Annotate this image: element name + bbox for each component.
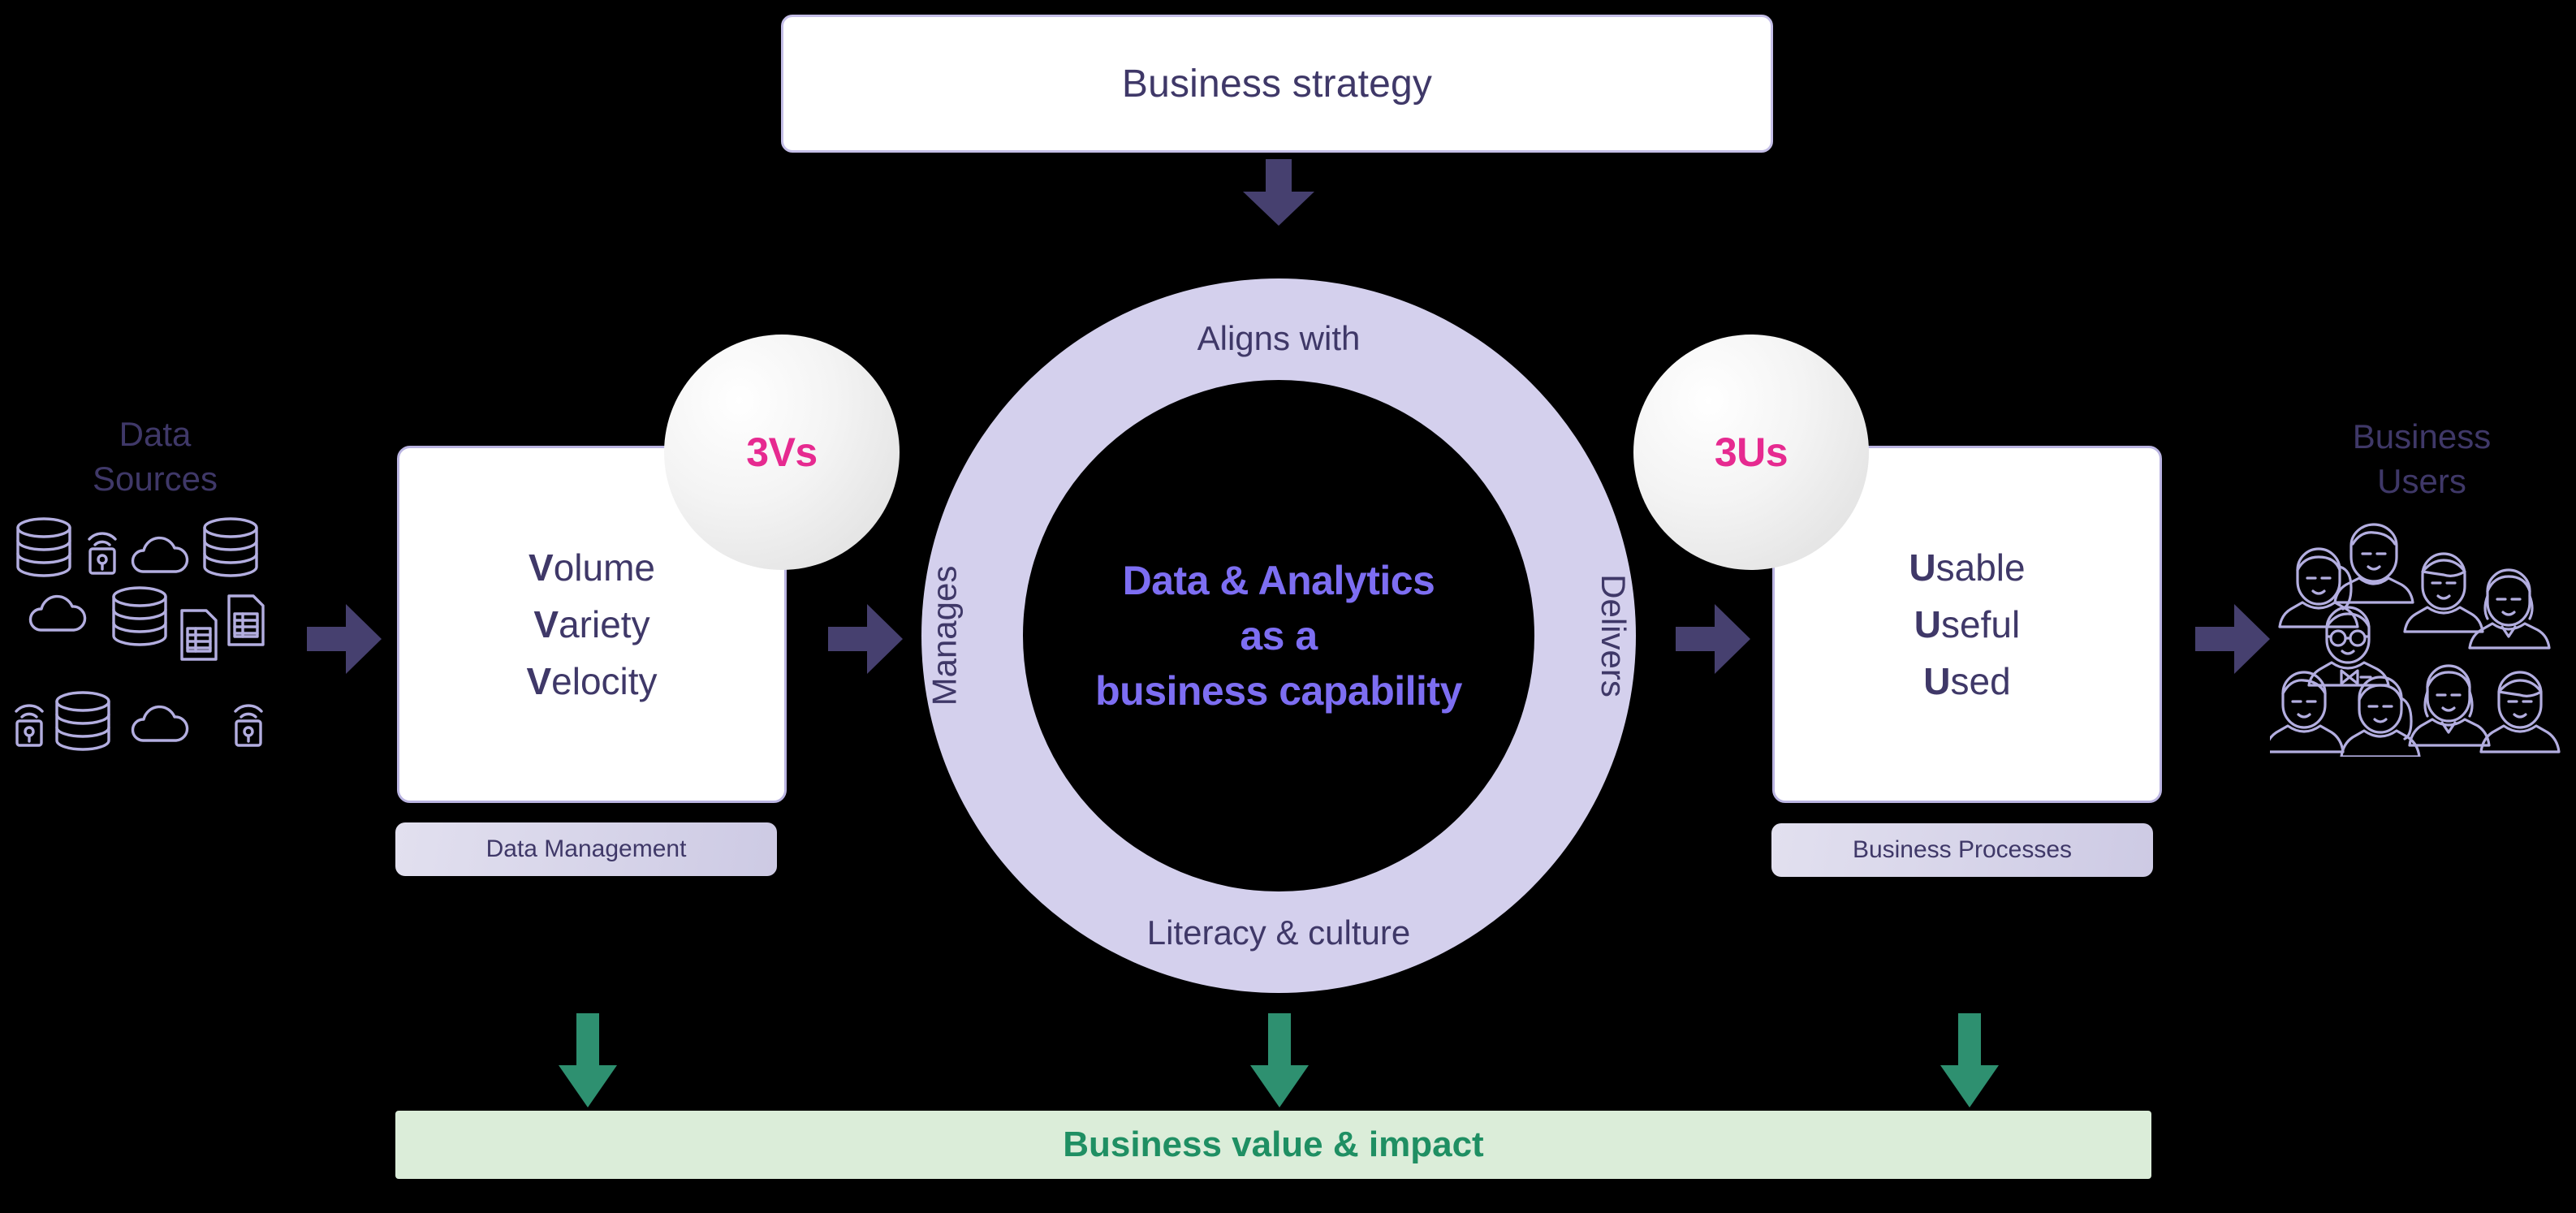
ring-center-line-3: business capability	[1095, 668, 1462, 714]
data-sources-label-line1: Data	[119, 415, 192, 453]
business-strategy-label: Business strategy	[1121, 62, 1433, 106]
badge-3us-label: 3Us	[1714, 430, 1789, 475]
person-icon	[2479, 671, 2561, 753]
business-users-label-line1: Business	[2352, 417, 2492, 455]
arrow-right-icon-ring-to-card	[1676, 604, 1750, 674]
ring-label-top: Aligns with	[1197, 319, 1361, 357]
ring-label-bottom: Literacy & culture	[1146, 913, 1411, 952]
card-item-useful-initial: U	[1914, 602, 1942, 645]
data-sources-label-line2: Sources	[92, 460, 218, 499]
card-item-variety-initial: V	[533, 602, 559, 645]
business-processes-pill-label: Business Processes	[1852, 836, 2073, 863]
ring-label-left: Manages	[925, 565, 964, 706]
card-item-usable-rest: sable	[1935, 546, 2026, 589]
database-icon	[112, 586, 167, 646]
business-value-bar: Business value & impact	[395, 1111, 2151, 1179]
spreadsheet-file-icon	[180, 609, 218, 661]
iot-sensor-icon	[15, 704, 44, 747]
business-strategy-box: Business strategy	[781, 15, 1773, 153]
card-item-volume-rest: olume	[553, 546, 655, 589]
business-users-label: Business Users	[2288, 414, 2556, 504]
card-item-used-initial: U	[1923, 660, 1951, 703]
business-users-label-line2: Users	[2377, 462, 2466, 501]
business-users-icon-cluster	[2270, 523, 2561, 757]
iot-sensor-icon	[234, 704, 263, 747]
arrow-down-icon-to-value-right	[1940, 1013, 1999, 1107]
data-sources-label: Data Sources	[21, 412, 289, 502]
person-icon	[2307, 606, 2390, 687]
card-item-useful-rest: seful	[1941, 602, 2021, 645]
card-item-volume-initial: V	[529, 546, 554, 589]
capability-ring: Aligns with Literacy & culture Manages D…	[921, 278, 1636, 993]
database-icon	[16, 517, 71, 577]
ring-center-line-1: Data & Analytics	[1122, 558, 1435, 603]
badge-3vs-label: 3Vs	[746, 430, 818, 475]
arrow-down-icon-strategy-to-ring	[1243, 159, 1314, 226]
person-icon	[2333, 523, 2414, 604]
data-management-card: Volume Variety Velocity	[397, 446, 787, 803]
business-processes-pill: Business Processes	[1771, 823, 2153, 877]
cloud-icon	[131, 536, 189, 573]
data-management-pill: Data Management	[395, 822, 777, 876]
arrow-right-icon-sources-to-card	[307, 604, 382, 674]
card-item-velocity-initial: V	[526, 660, 552, 703]
card-item-velocity: Velocity	[526, 662, 657, 701]
badge-3vs: 3Vs	[664, 335, 900, 570]
cloud-icon	[28, 594, 87, 632]
badge-3us: 3Us	[1633, 335, 1869, 570]
database-icon	[203, 517, 258, 577]
data-management-pill-label: Data Management	[485, 835, 687, 862]
person-icon	[2468, 568, 2551, 650]
database-icon	[55, 691, 110, 751]
card-item-variety-rest: ariety	[559, 602, 650, 645]
person-icon	[2340, 676, 2421, 757]
card-item-velocity-rest: elocity	[551, 660, 658, 703]
spreadsheet-file-icon	[227, 594, 265, 646]
person-icon	[2408, 664, 2491, 747]
ring-inner-hole	[1023, 380, 1534, 891]
card-item-usable: Usable	[1909, 546, 2026, 589]
card-item-usable-initial: U	[1909, 546, 1936, 589]
person-icon	[2270, 671, 2345, 753]
arrow-right-icon-card-to-ring	[828, 604, 903, 674]
person-icon	[2278, 547, 2359, 628]
arrow-down-icon-to-value-left	[559, 1013, 617, 1107]
arrow-down-icon-to-value-center	[1250, 1013, 1309, 1107]
ring-label-right: Delivers	[1594, 574, 1633, 697]
data-sources-icon-cluster	[15, 517, 265, 751]
card-item-variety: Variety	[533, 605, 649, 644]
card-item-used-rest: sed	[1950, 660, 2011, 703]
card-item-used: Used	[1923, 662, 2010, 701]
business-value-label: Business value & impact	[1063, 1125, 1484, 1164]
ring-center-line-2: as a	[1240, 613, 1318, 658]
ring-center-text: Data & Analytics as a business capabilit…	[1023, 380, 1534, 891]
arrow-right-icon-card-to-users	[2195, 604, 2270, 674]
person-icon	[2403, 552, 2484, 633]
cloud-icon	[131, 705, 189, 742]
card-item-volume: Volume	[529, 546, 655, 589]
card-item-useful: Useful	[1914, 605, 2020, 644]
iot-sensor-icon	[88, 532, 117, 575]
